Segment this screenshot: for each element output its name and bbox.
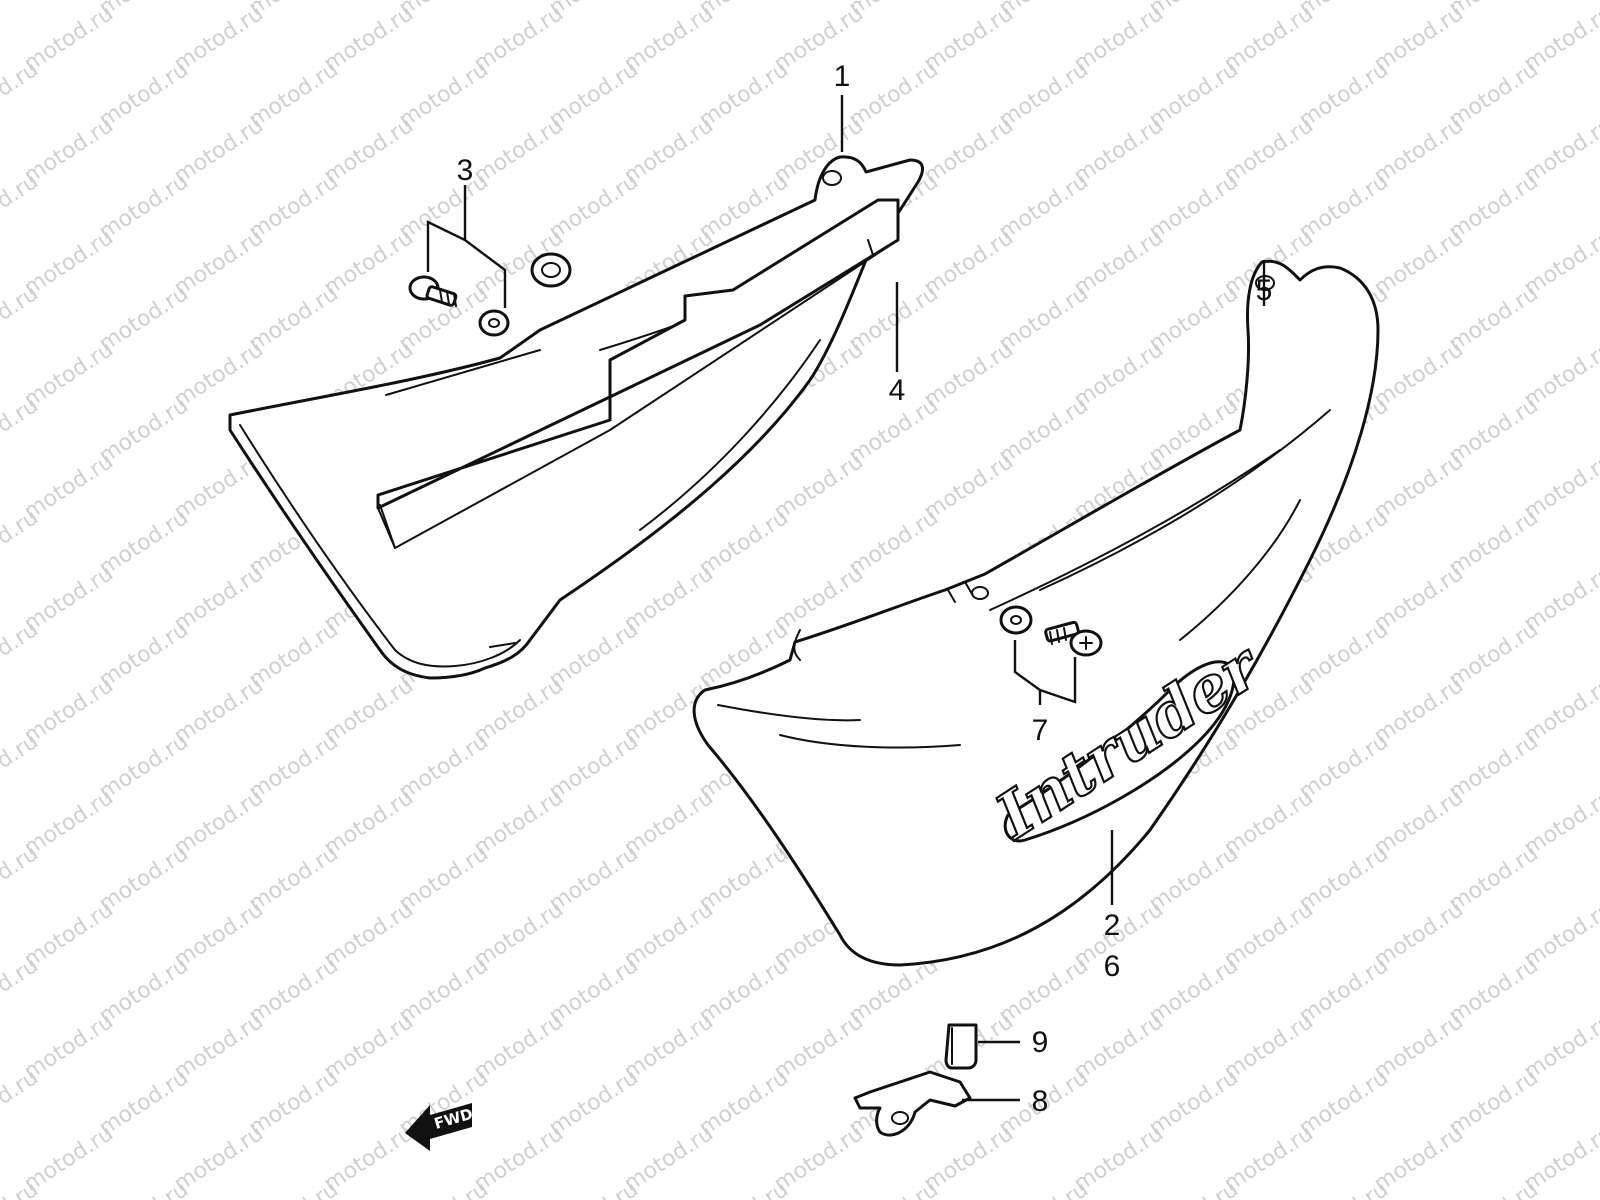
watermark-text: motod.ru [1295, 1177, 1393, 1200]
watermark-text: motod.ru [395, 1177, 493, 1200]
watermark-text: motod.ru [0, 617, 43, 693]
pad-9 [944, 1023, 978, 1070]
washer-and-screw-7 [999, 605, 1103, 657]
callout-6: 6 [1104, 950, 1121, 983]
watermark-text: motod.ru [845, 1177, 943, 1200]
watermark-text: motod.ru [0, 505, 43, 581]
watermark-text: motod.ru [0, 393, 43, 469]
screw-and-washer-3 [408, 275, 510, 337]
watermark-text: motod.ru [695, 1177, 793, 1200]
watermark-text: motod.ru [0, 1065, 43, 1141]
bracket-8 [853, 1070, 972, 1137]
callout-9: 9 [1032, 1026, 1049, 1059]
watermark-text: motod.ru [95, 1177, 193, 1200]
watermark-text: motod.ru [545, 1177, 643, 1200]
watermark-text: motod.ru [1595, 1177, 1600, 1200]
callout-5: 5 [1256, 274, 1273, 307]
callout-2: 2 [1104, 909, 1121, 942]
callout-8: 8 [1032, 1085, 1049, 1118]
watermark-text: motod.ru [0, 57, 43, 133]
watermark-text: motod.ru [0, 0, 43, 21]
callout-7: 7 [1032, 714, 1049, 747]
watermark-text: motod.ru [0, 841, 43, 917]
watermark-text: motod.ru [0, 729, 43, 805]
callout-1: 1 [834, 60, 851, 93]
callout-3: 3 [457, 154, 474, 187]
watermark-text: motod.ru [0, 953, 43, 1029]
callout-labels: 1 3 4 5 7 2 6 9 8 [457, 60, 1273, 1118]
leader-lines [426, 95, 1266, 1102]
watermark-text: motod.ru [245, 1177, 343, 1200]
watermark-text: motod.ru [1445, 1177, 1543, 1200]
watermark-text: motod.ru [0, 281, 43, 357]
forward-arrow: FWD [405, 1103, 475, 1151]
rubber-strip [376, 198, 900, 549]
watermark-text: motod.ru [0, 169, 43, 245]
watermark-text: motod.ru [1145, 1177, 1243, 1200]
watermark-text: motod.ru [995, 1177, 1093, 1200]
callout-4: 4 [889, 374, 906, 407]
